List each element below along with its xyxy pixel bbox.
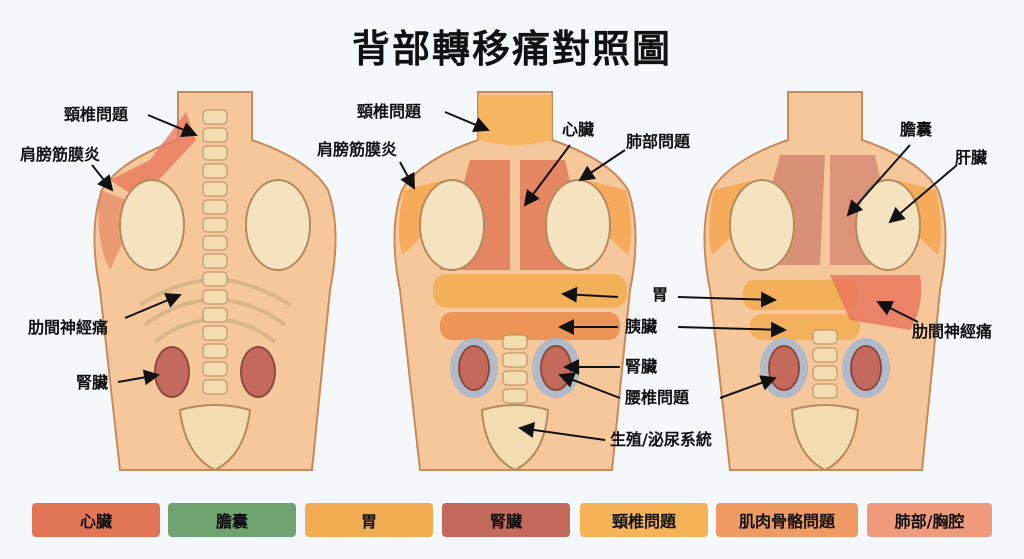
left-kidney-l bbox=[154, 346, 190, 398]
right-intercostal-zone bbox=[830, 275, 922, 330]
left-scapula-r bbox=[245, 179, 311, 271]
left-scapula-l bbox=[119, 179, 185, 271]
right-back-figure bbox=[703, 91, 947, 472]
middle-kidney-l bbox=[458, 345, 490, 391]
label-lung: 肺部問題 bbox=[626, 132, 691, 151]
label-lumbar: 腰椎問題 bbox=[625, 388, 690, 407]
left-neck-trapezius bbox=[110, 112, 196, 200]
label-heart: 心臟 bbox=[562, 120, 595, 139]
legend-stomach: 胃 bbox=[305, 503, 433, 537]
legend-gallbladder: 膽囊 bbox=[168, 503, 296, 537]
middle-back-figure bbox=[393, 91, 637, 472]
label-gallbladder: 膽囊 bbox=[900, 120, 933, 139]
left-ribs bbox=[138, 278, 292, 344]
label-kidney-middle: 腎臟 bbox=[625, 357, 658, 376]
legend-heart: 心臟 bbox=[32, 503, 160, 537]
left-spine bbox=[202, 109, 228, 395]
label-intercostal-right: 肋間神經痛 bbox=[912, 322, 993, 341]
legend-musculoskeletal: 肌肉骨骼問題 bbox=[716, 503, 858, 537]
middle-pelvis bbox=[480, 404, 550, 472]
left-pelvis bbox=[178, 404, 252, 472]
label-intercostal-left: 肋間神經痛 bbox=[28, 318, 109, 337]
label-shoulder-middle: 肩膀筋膜炎 bbox=[317, 140, 398, 159]
label-liver: 肝臟 bbox=[955, 148, 988, 167]
legend-lung-chest: 肺部/胸腔 bbox=[867, 503, 992, 537]
right-kidney-l bbox=[768, 345, 800, 391]
right-kidney-r bbox=[850, 345, 882, 391]
middle-scapula-l bbox=[419, 179, 485, 271]
middle-spine bbox=[502, 334, 528, 404]
left-back-figure bbox=[93, 91, 337, 472]
legend-kidney: 腎臟 bbox=[442, 503, 570, 537]
right-scapula-r bbox=[855, 179, 921, 271]
label-neck-left: 頸椎問題 bbox=[64, 105, 129, 124]
right-spine bbox=[812, 329, 838, 399]
right-pancreas-band bbox=[750, 314, 860, 340]
label-reproductive: 生殖/泌尿系統 bbox=[610, 430, 712, 449]
middle-scapula-r bbox=[545, 179, 611, 271]
right-scapula-l bbox=[729, 179, 795, 271]
callout-arrows bbox=[91, 111, 958, 441]
middle-stomach-band bbox=[433, 274, 627, 308]
page-title: 背部轉移痛對照圖 bbox=[351, 27, 672, 71]
left-kidney-r bbox=[240, 346, 276, 398]
label-kidney-left: 腎臟 bbox=[76, 373, 109, 392]
right-pelvis bbox=[790, 404, 860, 472]
label-stomach: 胃 bbox=[652, 285, 669, 304]
middle-neck-zone bbox=[478, 95, 552, 145]
label-neck-middle: 頸椎問題 bbox=[357, 102, 422, 121]
label-shoulder-left: 肩膀筋膜炎 bbox=[20, 145, 101, 164]
label-pancreas: 胰臟 bbox=[625, 317, 658, 336]
legend-cervical: 頸椎問題 bbox=[580, 503, 708, 537]
middle-pancreas-band bbox=[440, 312, 620, 340]
